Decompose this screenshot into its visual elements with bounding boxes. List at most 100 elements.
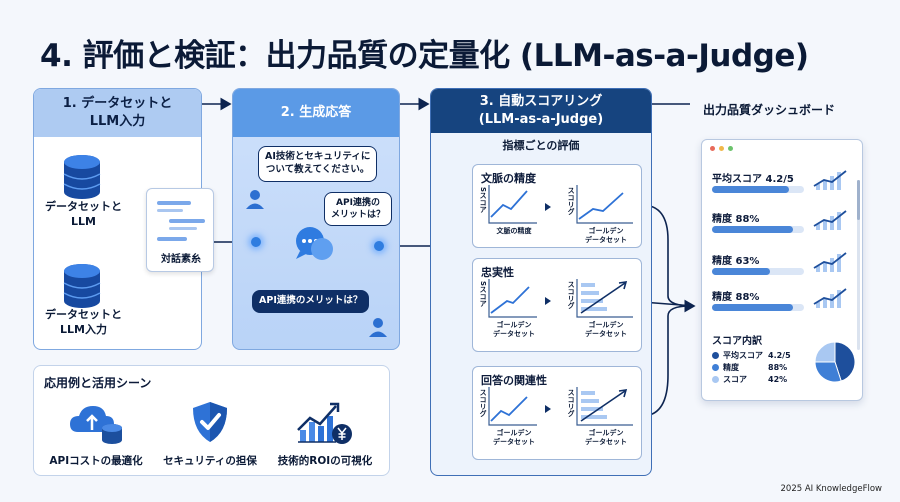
- left-x-label: ゴールデン データセット: [493, 429, 535, 447]
- breakdown-legend-row: スコア 42%: [712, 374, 787, 385]
- panel-header-scoring: 3. 自動スコアリング (LLM-as-a-Judge): [431, 89, 651, 133]
- legend-swatch: [712, 376, 719, 383]
- right-chart-line: [580, 282, 626, 314]
- chat-lines-icon: [157, 201, 205, 241]
- metric-bar-fill: [712, 268, 770, 275]
- left-chart-axes: [488, 185, 537, 224]
- legend-label: スコア: [723, 375, 747, 384]
- legend-label: 平均スコア: [723, 351, 763, 360]
- legend-value: 42%: [768, 375, 788, 384]
- trend-mini-chart-icon: [813, 210, 847, 230]
- right-y-label: スコリグ: [567, 281, 576, 309]
- right-chart-bar: [581, 399, 599, 403]
- right-chart-bar: [581, 415, 607, 419]
- metric-mini-charts: [488, 185, 633, 224]
- quality-dashboard: 平均スコア 4.2/5 精度 88% 精度 63% 精度 88% スコア内訳 平均スコ…: [701, 139, 863, 401]
- metric-card-title: 回答の関連性: [481, 374, 547, 387]
- user-icon: [246, 190, 264, 209]
- chat-bubbles-icon: [296, 227, 333, 260]
- pie-slice: [834, 341, 856, 382]
- cloud-database-icon: [70, 406, 122, 444]
- database-icon: [63, 155, 101, 199]
- metric-label: 精度 88%: [712, 214, 760, 225]
- chart-yen-icon: [297, 402, 352, 444]
- footer-copyright: 2025 AI KnowledgeFlow: [780, 484, 883, 494]
- application-label: 技術的ROIの可視化: [277, 455, 373, 467]
- legend-swatch: [712, 364, 719, 371]
- right-y-label: スコリグ: [567, 187, 576, 215]
- question-bubble: AI技術とセキュリティに ついて教えてください。: [258, 146, 378, 182]
- trend-mini-chart-icon: [813, 288, 847, 308]
- doc-label: 対話素糸: [161, 254, 201, 265]
- window-controls: [710, 146, 733, 151]
- metric-label: 精度 63%: [712, 256, 760, 267]
- metric-bar-fill: [712, 304, 793, 311]
- legend-label: 精度: [723, 363, 739, 372]
- metric-bar: [712, 186, 804, 193]
- breakdown-pie-chart: [814, 341, 856, 383]
- panel-dataset-input: 1. データセットと LLM入力: [33, 88, 202, 350]
- metrics-subtitle: 指標ごとの評価: [502, 139, 580, 152]
- breakdown-legend-row: 平均スコア 4.2/5: [712, 350, 791, 361]
- right-chart-bar: [581, 291, 599, 295]
- metric-bar: [712, 304, 804, 311]
- right-chart-line: [580, 390, 626, 422]
- left-x-label: 文脈の精度: [496, 227, 532, 235]
- metric-bar-fill: [712, 226, 793, 233]
- left-y-label: スコリグ: [479, 389, 488, 417]
- page-title: 4. 評価と検証：出力品質の定量化 (LLM-as-a-Judge): [40, 38, 809, 74]
- metric-label: 平均スコア 4.2/5: [712, 174, 794, 185]
- trend-mini-chart-icon: [813, 252, 847, 272]
- metric-label: 精度 88%: [712, 292, 760, 303]
- dialogue-document: 対話素糸: [146, 188, 214, 272]
- left-chart-line: [490, 286, 530, 314]
- left-chart-line: [490, 190, 528, 218]
- left-chart-axes: [488, 279, 537, 318]
- database-icon: [63, 264, 101, 308]
- right-y-label: スコリグ: [567, 389, 576, 417]
- right-chart-axes: [576, 185, 633, 224]
- application-label: APIコストの最適化: [49, 455, 143, 467]
- metric-card-title: 文脈の精度: [481, 172, 536, 185]
- card-arrow-icon: [545, 297, 551, 305]
- application-label: セキュリティの担保: [163, 455, 257, 467]
- right-chart-bar: [581, 299, 603, 303]
- pie-slice: [814, 341, 836, 363]
- left-y-label: Sスコア: [479, 281, 488, 308]
- breakdown-title: スコア内訳: [712, 336, 762, 347]
- flow-node: [374, 241, 384, 251]
- left-chart-axes: [488, 387, 537, 426]
- metric-mini-charts: [488, 387, 633, 426]
- right-x-label: ゴールデン データセット: [585, 429, 627, 447]
- left-x-label: ゴールデン データセット: [493, 321, 535, 339]
- legend-swatch: [712, 352, 719, 359]
- legend-value: 88%: [768, 363, 788, 372]
- card-arrow-icon: [545, 405, 551, 413]
- api-bubble: API連携の メリットは？: [324, 192, 393, 227]
- pie-slice: [814, 361, 842, 383]
- right-chart-arrowhead: [618, 281, 628, 290]
- dashboard-title: 出力品質ダッシュボード: [703, 103, 836, 117]
- left-chart-line: [490, 396, 528, 422]
- right-chart-arrowhead: [618, 389, 628, 398]
- right-chart-bar: [581, 307, 607, 311]
- right-chart-bar: [581, 407, 603, 411]
- right-chart-axes: [576, 279, 633, 318]
- db1-label: データセットと LLM: [45, 200, 122, 228]
- db2-label: データセットと LLM入力: [45, 308, 122, 336]
- scrollbar[interactable]: [857, 180, 860, 350]
- shield-check-icon: [193, 402, 227, 442]
- user-icon: [369, 318, 387, 337]
- right-chart-axes: [576, 387, 633, 426]
- right-x-label: ゴールデン データセット: [585, 321, 627, 339]
- right-chart-bar: [581, 283, 595, 287]
- right-x-label: ゴールデン データセット: [585, 227, 627, 245]
- legend-value: 4.2/5: [768, 351, 791, 360]
- metric-card: 回答の関連性スコリグ スコリグゴールデン データセット ゴールデン データセット: [472, 366, 642, 460]
- card-arrow-icon: [545, 203, 551, 211]
- reply-bubble: API連携のメリットは？: [252, 290, 370, 313]
- left-y-label: Sスコア: [479, 187, 488, 214]
- metric-mini-charts: [488, 279, 633, 318]
